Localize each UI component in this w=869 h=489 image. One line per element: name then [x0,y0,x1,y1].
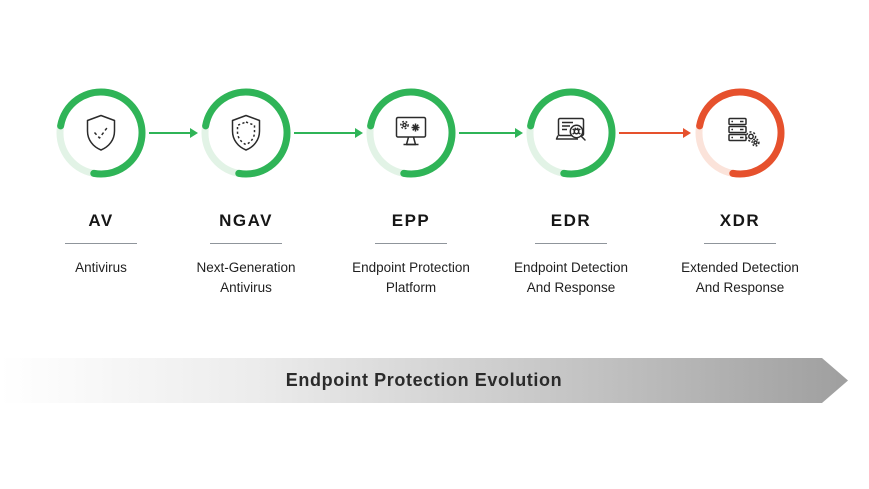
stage-ngav-acronym: NGAV [219,211,273,230]
stage-edr-circle [523,85,619,181]
stage-epp-circle [363,85,459,181]
stage-ngav: NGAV Next-Generation Antivirus [161,85,331,297]
arrow-av-to-ngav [149,128,198,138]
stage-edr-name: Endpoint Detection And Response [513,260,629,295]
server-gears-icon [728,117,760,147]
stage-epp-acronym: EPP [391,211,431,230]
shield-outline-icon [231,114,261,151]
progress-ring [56,88,146,178]
stage-xdr-acronym: XDR [719,211,761,230]
stage-epp: EPP Endpoint Protection Platform [326,85,496,297]
stage-av: AV Antivirus [16,85,186,278]
progress-ring [695,88,785,178]
stage-epp-name: Endpoint Protection Platform [352,260,470,295]
stage-xdr-name: Extended Detection And Response [681,260,799,295]
arrow-edr-to-xdr [619,128,691,138]
progress-ring [201,88,291,178]
stage-ngav-name: Next-Generation Antivirus [196,260,296,295]
arrow-ngav-to-epp [294,128,363,138]
stage-av-circle [53,85,149,181]
divider [210,243,282,244]
stage-edr: EDR Endpoint Detection And Response [486,85,656,297]
stage-ngav-circle [198,85,294,181]
stage-av-acronym: AV [88,211,114,230]
monitor-threats-icon [395,116,427,146]
screen-magnifier-bug-icon [555,117,586,141]
evolution-banner: Endpoint Protection Evolution [0,358,848,403]
banner-title: Endpoint Protection Evolution [285,370,563,390]
stage-av-name: Antivirus [75,260,127,275]
divider [375,243,447,244]
progress-ring [366,88,456,178]
arrow-epp-to-edr [459,128,523,138]
stage-xdr: XDR Extended Detection And Response [655,85,825,297]
shield-check-icon [86,114,116,151]
progress-ring [526,88,616,178]
divider [535,243,607,244]
divider [704,243,776,244]
stage-xdr-circle [692,85,788,181]
divider [65,243,137,244]
stage-edr-acronym: EDR [550,211,592,230]
